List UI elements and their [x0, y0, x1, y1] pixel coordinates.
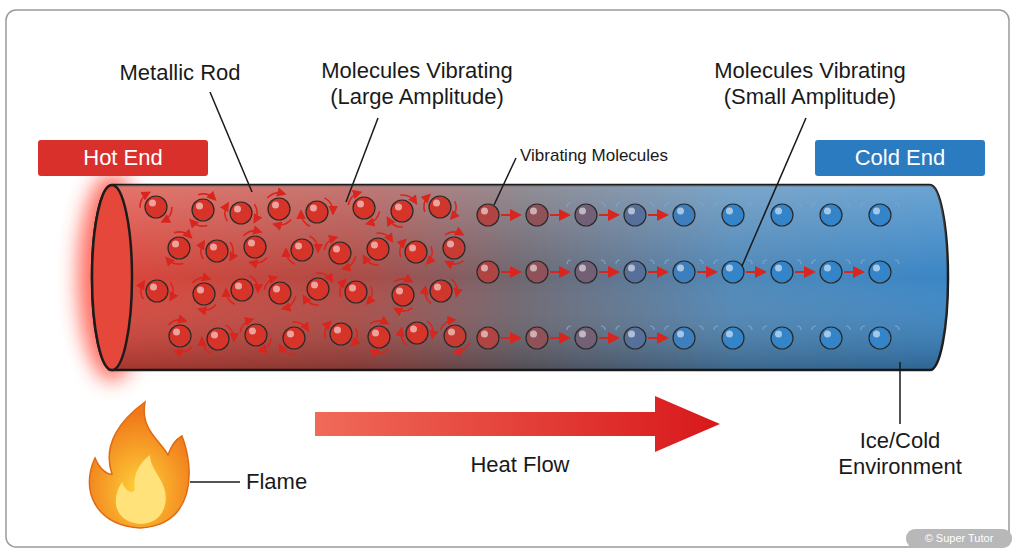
cold-end-box: Cold End [815, 140, 985, 176]
watermark: © Super Tutor [906, 529, 1012, 548]
box-label: Hot End [83, 145, 163, 171]
arrow-label: Heat Flow [440, 452, 600, 478]
box-label: Cold End [855, 145, 946, 171]
part-label: Vibrating Molecules [520, 146, 730, 166]
hot-end-box: Hot End [38, 140, 208, 176]
part-label: Flame [246, 469, 346, 495]
part-label: Molecules Vibrating (Large Amplitude) [292, 58, 542, 111]
part-label: Metallic Rod [90, 60, 270, 86]
part-label: Molecules Vibrating (Small Amplitude) [680, 58, 940, 111]
part-label: Ice/Cold Environment [815, 428, 985, 481]
